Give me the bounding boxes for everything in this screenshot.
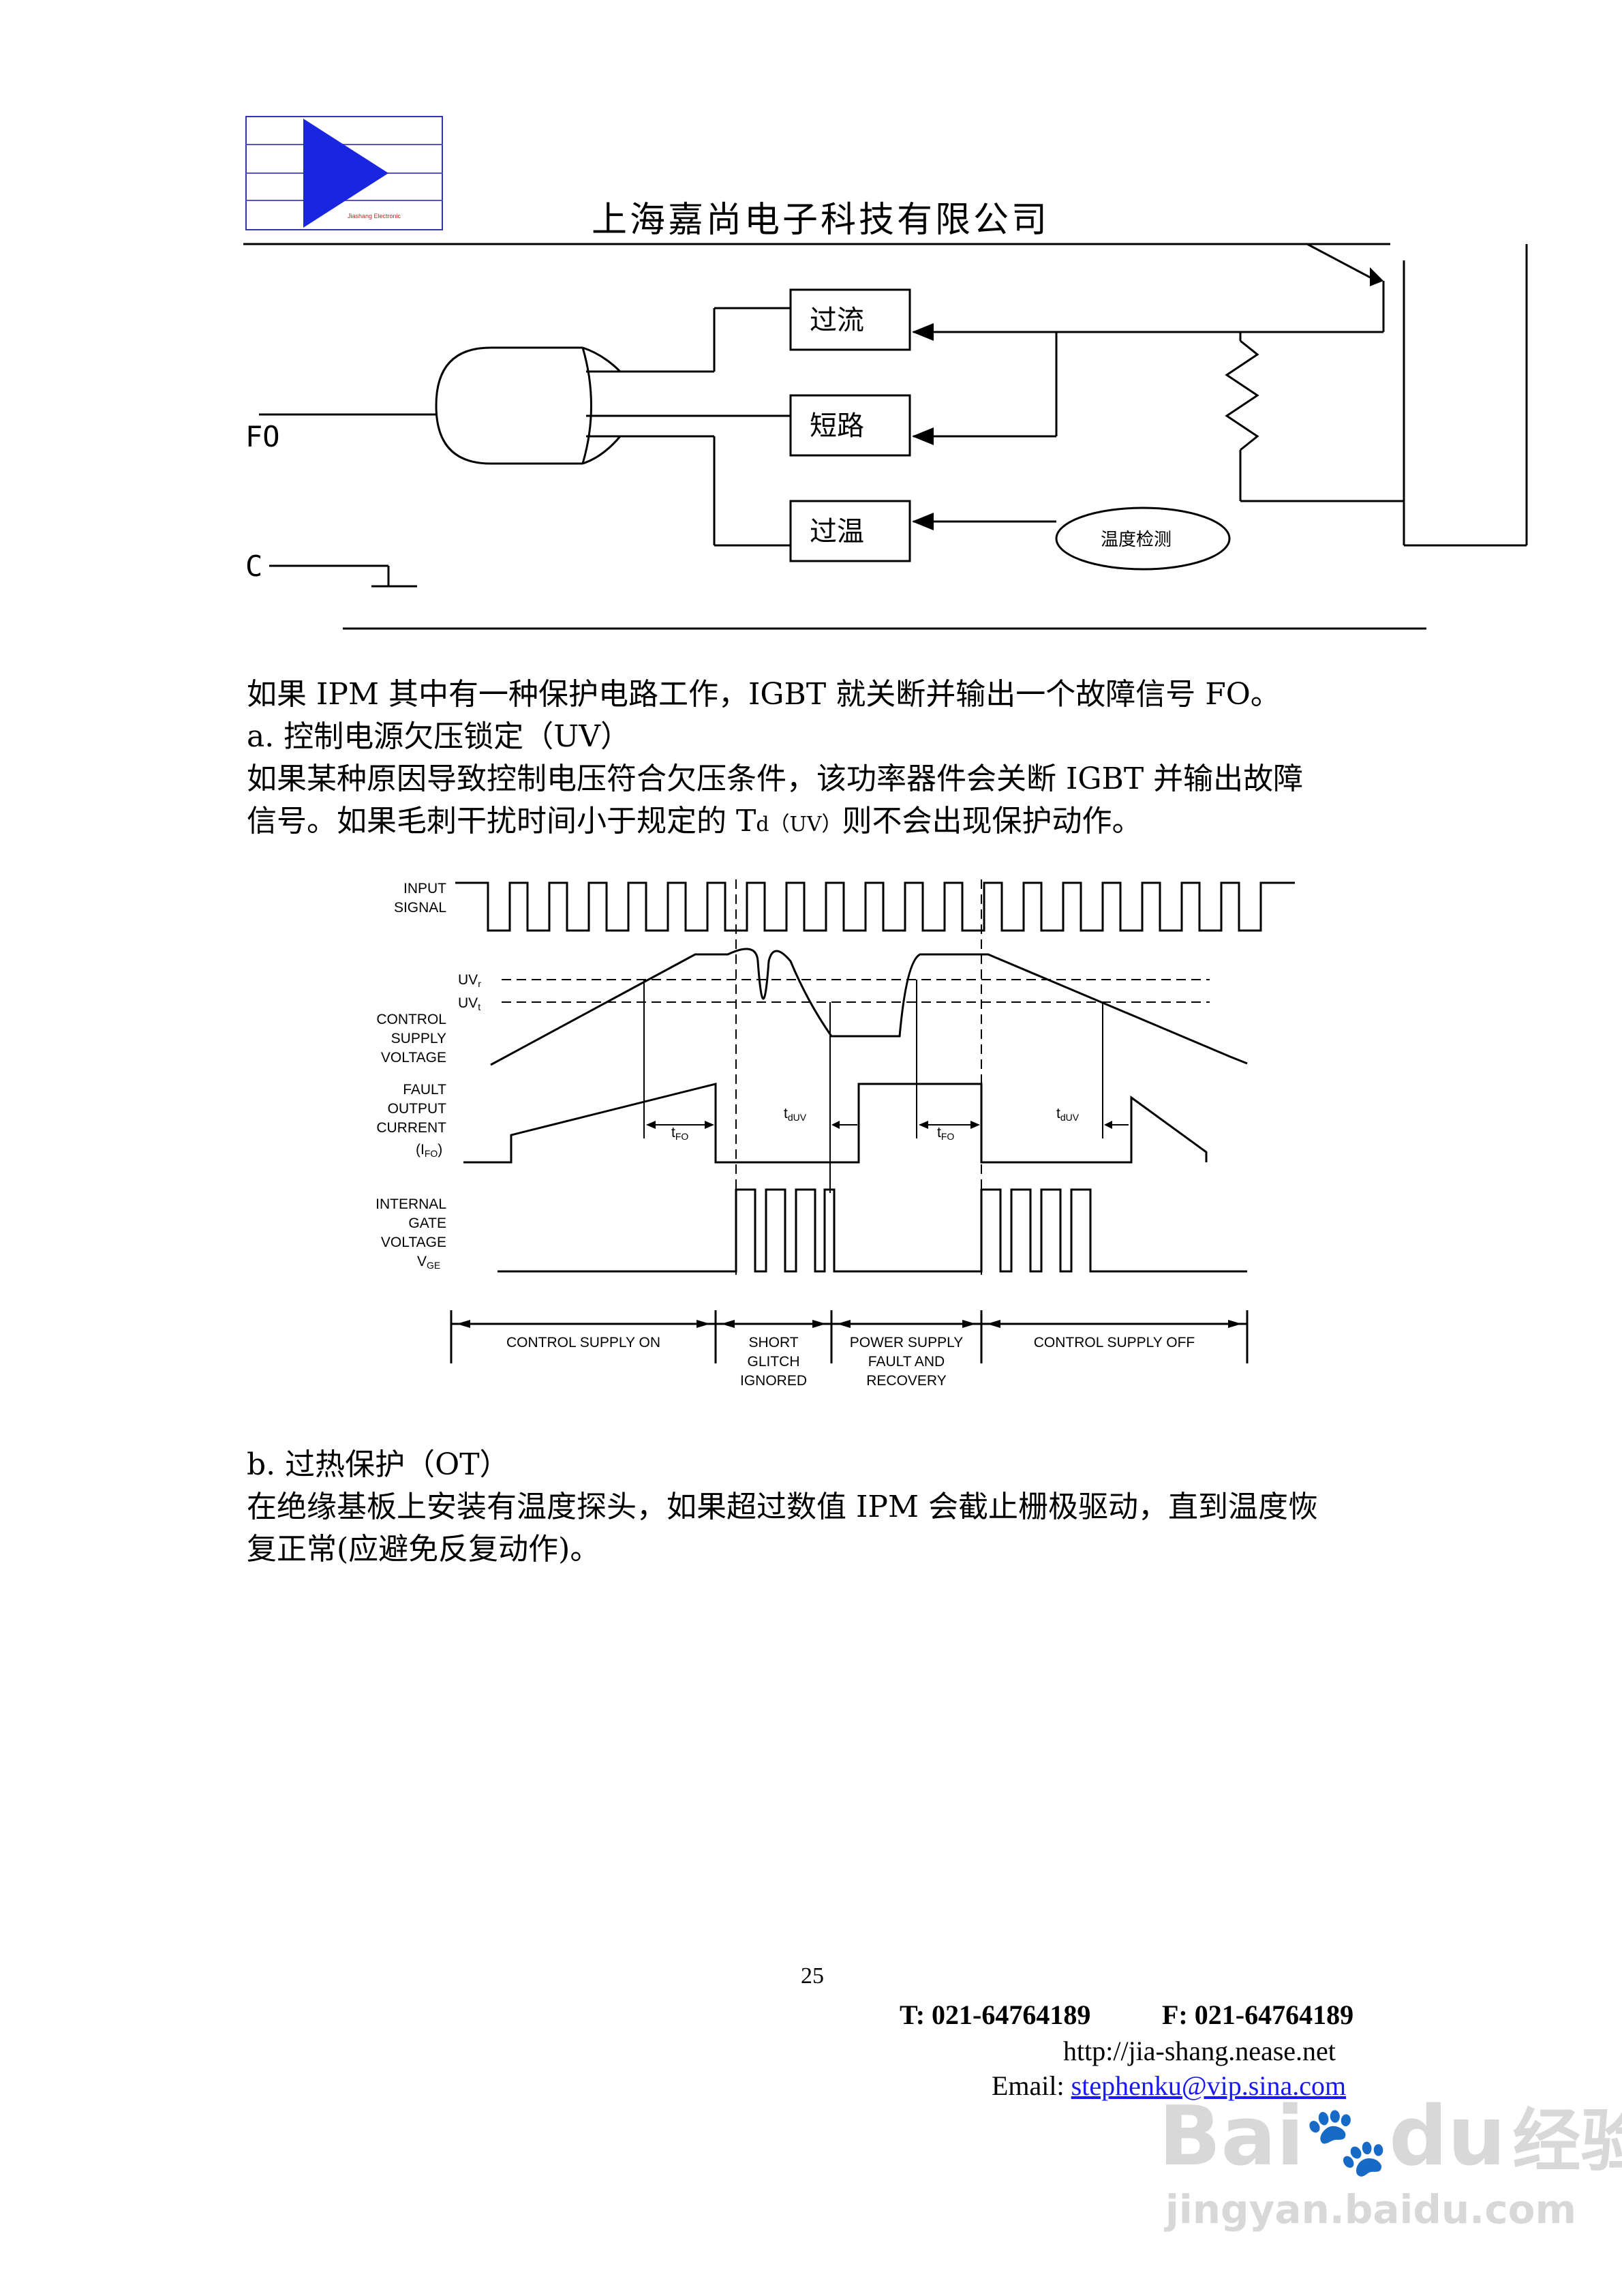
paragraph-line-7: 复正常(应避免反复动作)。 <box>247 1532 600 1567</box>
footer-fax: F: 021-64764189 <box>1162 1999 1354 2030</box>
label-uvr: UVr <box>458 972 481 989</box>
internal-gate-voltage-wave <box>498 1188 1247 1273</box>
temp-detect-label: 温度检测 <box>1101 530 1172 550</box>
label-tduv-1: tdUV <box>784 1106 807 1123</box>
paw-icon: 🐾 <box>1304 2101 1390 2181</box>
label-input-2: SIGNAL <box>394 900 446 916</box>
company-logo: Jiashang Electronic <box>245 116 443 230</box>
watermark-site: jingyan.baidu.com <box>1165 2186 1576 2233</box>
label-vge: VGE <box>417 1254 440 1271</box>
label-csv-1: CONTROL <box>376 1012 446 1027</box>
uv-timing-diagram: INPUT SIGNAL UVr UVt CONTROL SUPPLY VOLT… <box>376 879 1295 1389</box>
phase-power-3: RECOVERY <box>866 1373 946 1389</box>
label-csv-2: SUPPLY <box>391 1031 446 1046</box>
section-a-heading: a. 控制电源欠压锁定（UV） <box>247 719 631 754</box>
label-igv-1: INTERNAL <box>376 1196 446 1212</box>
label-csv-3: VOLTAGE <box>381 1050 446 1066</box>
arrow-tduv1-right-icon <box>831 1121 840 1129</box>
paragraph-line-4-a: 信号。如果毛刺干扰时间小于规定的 T <box>247 804 756 839</box>
label-uvt: UVt <box>458 995 480 1012</box>
arrowhead-right-icon <box>1370 267 1383 286</box>
box-overtemp-label: 过温 <box>810 516 864 547</box>
phase-control-supply-off: CONTROL SUPPLY OFF <box>1034 1335 1195 1350</box>
paragraph-line-4-b: 则不会出现保护动作。 <box>842 804 1142 839</box>
page-number: 25 <box>801 1963 824 1989</box>
paragraph-line-4-sub: d（UV） <box>756 813 842 836</box>
footer-url: http://jia-shang.nease.net <box>1063 2036 1336 2066</box>
footer-tel: T: 021-64764189 <box>900 1999 1091 2030</box>
arrowhead-short-icon <box>912 427 934 445</box>
watermark-brand-2: du <box>1389 2089 1506 2184</box>
arrowhead-overtemp-icon <box>912 513 934 530</box>
arrow-tfo2-left-icon <box>919 1121 928 1129</box>
arrow-tfo2-right-icon <box>970 1121 980 1129</box>
logo-small-text: Jiashang Electronic <box>348 213 401 220</box>
box-overcurrent-label: 过流 <box>810 305 864 336</box>
arrow-tfo1-right-icon <box>705 1121 714 1129</box>
box-short-label: 短路 <box>810 410 864 442</box>
paragraph-line-6: 在绝缘基板上安装有温度探头，如果超过数值 IPM 会截止栅极驱动，直到温度恢 <box>247 1490 1319 1524</box>
paragraph-line-4: 信号。如果毛刺干扰时间小于规定的 Td（UV）则不会出现保护动作。 <box>247 800 1142 846</box>
label-tduv-2: tdUV <box>1056 1106 1080 1123</box>
label-ifo: (IFO) <box>416 1142 442 1159</box>
phase-power-2: FAULT AND <box>868 1354 945 1370</box>
input-signal-wave <box>455 881 1295 932</box>
temp-detect-ellipse <box>1055 507 1231 571</box>
phase-short-3: IGNORED <box>740 1373 807 1389</box>
phase-short-2: GLITCH <box>747 1354 799 1370</box>
phase-control-supply-on: CONTROL SUPPLY ON <box>506 1335 660 1350</box>
footer-email-label: Email: <box>992 2070 1071 2101</box>
paragraph-line-1: 如果 IPM 其中有一种保护电路工作，IGBT 就关断并输出一个故障信号 FO。 <box>247 677 1281 712</box>
control-supply-voltage-curve <box>490 948 1248 1066</box>
logo-graphic: Jiashang Electronic <box>245 116 443 230</box>
arrow-tduv2-right-icon <box>1104 1121 1112 1129</box>
phase-power-1: POWER SUPPLY <box>850 1335 963 1350</box>
protection-circuit-diagram: FO C 过流 短路 过温 温度检测 <box>243 243 1528 630</box>
section-b-heading: b. 过热保护（OT） <box>247 1447 510 1482</box>
company-name: 上海嘉尚电子科技有限公司 <box>592 200 1050 241</box>
phase-short-1: SHORT <box>748 1335 798 1350</box>
arrowhead-overcurrent-icon <box>912 323 934 341</box>
fo-label: FO <box>245 420 280 453</box>
label-igv-3: VOLTAGE <box>381 1235 446 1250</box>
paragraph-line-3: 如果某种原因导致控制电压符合欠压条件，该功率器件会关断 IGBT 并输出故障 <box>247 761 1304 796</box>
arrow-tfo1-left-icon <box>646 1121 656 1129</box>
c-label: C <box>245 549 262 583</box>
footer-email-line: Email: stephenku@vip.sina.com <box>992 2070 1346 2102</box>
watermark-brand: Bai <box>1159 2089 1304 2184</box>
label-foc-2: OUTPUT <box>388 1101 447 1117</box>
footer-email-link[interactable]: stephenku@vip.sina.com <box>1071 2070 1347 2101</box>
label-foc-3: CURRENT <box>376 1120 446 1136</box>
label-foc-1: FAULT <box>403 1082 446 1098</box>
watermark-brand-cn: 经验 <box>1512 2101 1622 2181</box>
label-input-1: INPUT <box>403 881 446 896</box>
label-tfo-2: tFO <box>937 1125 954 1142</box>
label-igv-2: GATE <box>408 1215 446 1231</box>
label-tfo-1: tFO <box>671 1125 688 1142</box>
